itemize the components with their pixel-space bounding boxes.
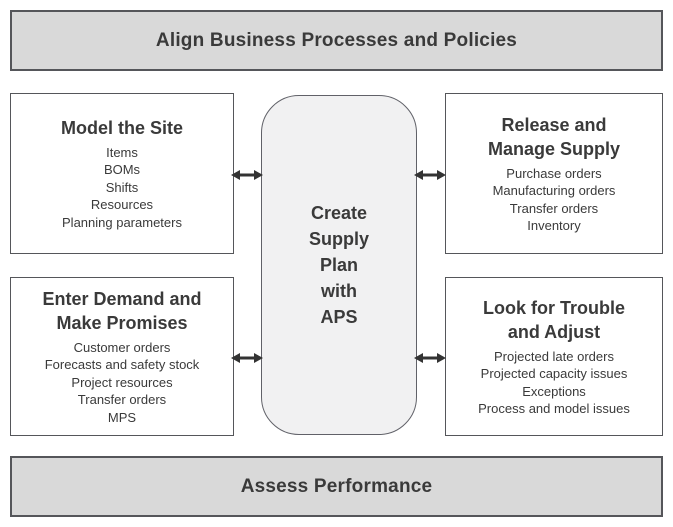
- list-item: MPS: [107, 409, 137, 425]
- box-item-list: Customer orders Forecasts and safety sto…: [45, 339, 200, 427]
- box-release-and-manage-supply: Release and Manage Supply Purchase order…: [445, 93, 663, 254]
- box-create-supply-plan-with-aps: Create Supply Plan with APS: [261, 95, 417, 435]
- double-arrow-icon-top-right: [414, 169, 446, 181]
- box-title: Look for Trouble and Adjust: [483, 296, 625, 344]
- list-item: Resources: [90, 197, 154, 213]
- list-item: Forecasts and safety stock: [44, 357, 200, 373]
- list-item: Purchase orders: [506, 165, 602, 181]
- box-enter-demand-and-make-promises: Enter Demand and Make Promises Customer …: [10, 277, 234, 436]
- box-title: Enter Demand and Make Promises: [42, 287, 201, 335]
- box-title-line: Make Promises: [56, 312, 188, 333]
- box-title: Model the Site: [61, 116, 183, 140]
- list-item: Exceptions: [522, 383, 586, 399]
- list-item: Transfer orders: [509, 200, 599, 216]
- box-item-list: Purchase orders Manufacturing orders Tra…: [493, 165, 616, 235]
- list-item: Projected late orders: [494, 348, 614, 364]
- box-title-line: Enter Demand and: [42, 288, 202, 309]
- list-item: Inventory: [527, 218, 581, 233]
- box-title: Release and Manage Supply: [488, 113, 620, 161]
- list-item: Transfer orders: [77, 392, 167, 408]
- banner-align-business-processes: Align Business Processes and Policies: [10, 10, 663, 71]
- double-arrow-icon-bottom-left: [231, 352, 263, 364]
- box-look-for-trouble-and-adjust: Look for Trouble and Adjust Projected la…: [445, 277, 663, 436]
- box-title-line: Model the Site: [60, 117, 183, 138]
- banner-label: Align Business Processes and Policies: [155, 29, 518, 51]
- box-title-line: Release and: [501, 114, 607, 135]
- list-item: Customer orders: [73, 339, 171, 355]
- double-arrow-icon-top-left: [231, 169, 263, 181]
- list-item: BOMs: [103, 162, 141, 178]
- banner-assess-performance: Assess Performance: [10, 456, 663, 517]
- list-item: Manufacturing orders: [492, 183, 616, 198]
- list-item: Shifts: [105, 179, 139, 195]
- center-box-line: Supply: [308, 229, 369, 249]
- list-item: Project resources: [71, 374, 173, 390]
- box-item-list: Items BOMs Shifts Resources Planning par…: [62, 144, 182, 232]
- box-title-line: and Adjust: [507, 321, 601, 342]
- center-box-line: Create: [310, 203, 368, 223]
- banner-label: Assess Performance: [240, 475, 433, 497]
- center-box-line: with: [321, 281, 357, 301]
- box-title-line: Look for Trouble: [483, 297, 625, 318]
- center-box-line: APS: [320, 307, 358, 327]
- box-model-the-site: Model the Site Items BOMs Shifts Resourc…: [10, 93, 234, 254]
- box-item-list: Projected late orders Projected capacity…: [478, 348, 630, 418]
- list-item: Process and model issues: [478, 401, 630, 416]
- list-item: Projected capacity issues: [480, 366, 628, 381]
- box-title-line: Manage Supply: [487, 138, 621, 159]
- center-box-line: Plan: [319, 255, 358, 275]
- list-item: Planning parameters: [62, 214, 182, 230]
- double-arrow-icon-bottom-right: [414, 352, 446, 364]
- list-item: Items: [106, 144, 138, 160]
